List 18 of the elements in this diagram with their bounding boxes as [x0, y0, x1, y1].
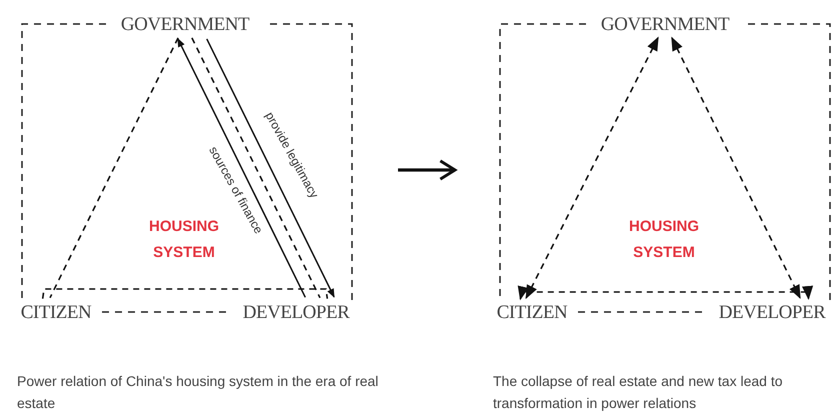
dashed-connector	[42, 288, 328, 299]
center-label: HOUSING SYSTEM	[148, 217, 220, 263]
node-label: DEVELOPER	[708, 300, 836, 324]
dashed-connector	[518, 285, 814, 300]
node-label: GOVERNMENT	[586, 12, 744, 36]
caption: Power relation of China's housing system in the era of real estate	[17, 372, 380, 413]
node-label: CITIZEN	[10, 300, 102, 324]
node-label: DEVELOPER	[232, 300, 360, 324]
node-label: GOVERNMENT	[106, 12, 264, 36]
center-label: HOUSING SYSTEM	[628, 217, 700, 263]
dashed-connector	[671, 36, 801, 300]
dashed-connector	[525, 36, 659, 300]
arrow	[177, 38, 306, 298]
dashed-connector	[49, 38, 179, 298]
caption: The collapse of real estate and new tax lead to transformation in power relations	[493, 372, 784, 413]
dashed-connector	[191, 38, 321, 298]
arrow	[206, 38, 335, 298]
node-label: CITIZEN	[486, 300, 578, 324]
